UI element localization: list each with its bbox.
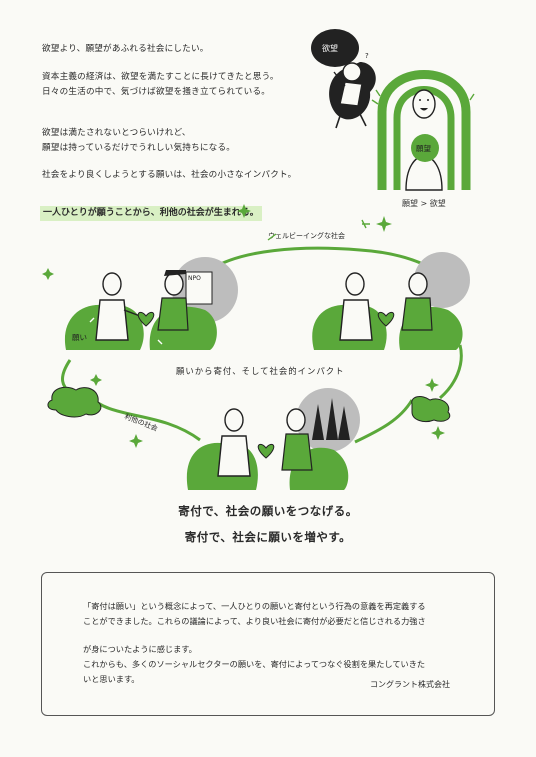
caption-cycle: 願いから寄付、そして社会的インパクト — [176, 366, 345, 376]
message-line-1: 「寄付は願い」という概念によって、一人ひとりの願いと寄付という行為の意義を再定義… — [83, 601, 426, 611]
caption-ganbou-yokubou: 願望 > 欲望 — [402, 199, 446, 208]
intro-line-5: 願望は持っているだけでうれしい気持ちになる。 — [42, 143, 236, 153]
scene-altruistic — [186, 388, 360, 490]
label-yokubou: 欲望 — [322, 43, 338, 53]
message-line-5: いと思います。 — [83, 674, 140, 684]
intro-line-1: 欲望より、願望があふれる社会にしたい。 — [42, 44, 209, 54]
label-npo: NPO — [188, 275, 201, 282]
sparkles — [42, 204, 445, 448]
intro-line-4: 欲望は満たされないとつらいけれど、 — [42, 128, 191, 138]
slogan-line-2: 寄付で、社会に願いを増やす。 — [184, 530, 352, 544]
wish-illustration: 願望 — [371, 70, 475, 191]
company-signature: コングラント株式会社 — [370, 680, 450, 689]
slogan-line-1: 寄付で、社会の願いをつなげる。 — [178, 504, 358, 518]
intro-line-2: 資本主義の経済は、欲望を満たすことに長けてきたと思う。 — [42, 72, 279, 82]
label-wellbeing: ウェルビーイングな社会 — [268, 231, 345, 240]
illustration: 欲望 ? 願望 ウェルビーイングな社会 — [42, 29, 475, 490]
label-ganbou: 願望 — [416, 143, 431, 153]
message-line-4: これからも、多くのソーシャルセクターの願いを、寄付によってつなぐ役割を果たしてい… — [83, 659, 426, 669]
label-negai: 願い — [72, 333, 87, 342]
scene-npo: NPO 願い — [64, 257, 238, 350]
highlight-statement: 一人ひとりが願うことから、利他の社会が生まれる。 — [40, 206, 262, 221]
scene-community — [312, 252, 470, 350]
message-line-2: ことができました。これらの議論によって、より良い社会に寄付が必要だと信じされる力… — [83, 616, 426, 626]
intro-line-6: 社会をより良くしようとする願いは、社会の小さなインパクト。 — [42, 170, 297, 180]
message-line-3: が身についたように感じます。 — [83, 644, 197, 654]
desire-illustration: 欲望 ? — [311, 29, 376, 129]
label-ritanoshakai: 利他の社会 — [123, 412, 159, 433]
svg-text:?: ? — [365, 52, 369, 60]
intro-line-3: 日々の生活の中で、気づけば欲望を掻き立てられている。 — [42, 87, 271, 97]
side-clouds — [47, 386, 451, 423]
message-box: 「寄付は願い」という概念によって、一人ひとりの願いと寄付という行為の意義を再定義… — [41, 572, 495, 716]
